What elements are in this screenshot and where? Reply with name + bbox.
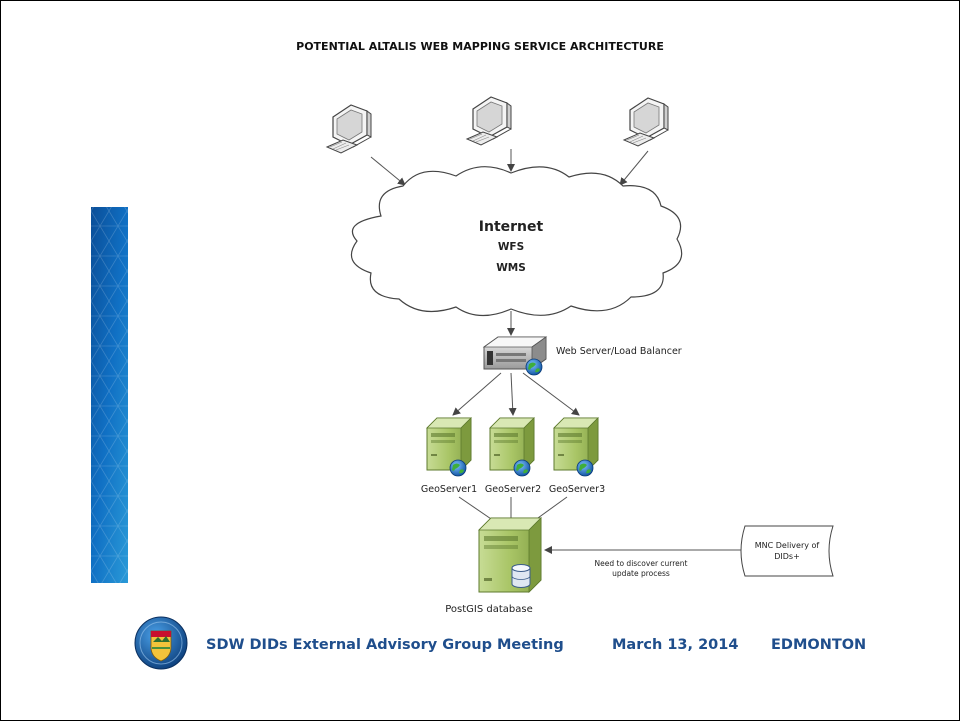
geoserver-2-label: GeoServer2	[485, 484, 541, 495]
desktop-computer-icon	[623, 97, 669, 147]
globe-icon	[525, 358, 543, 376]
footer-event: SDW DIDs External Advisory Group Meeting	[206, 637, 564, 653]
desktop-computer-icon	[326, 104, 372, 154]
web-server-label: Web Server/Load Balancer	[556, 346, 682, 357]
diagram-title: POTENTIAL ALTALIS WEB MAPPING SERVICE AR…	[296, 40, 664, 53]
globe-icon	[576, 459, 594, 477]
mnc-delivery-line1: MNC Delivery of	[755, 541, 820, 550]
cloud-heading: Internet	[479, 219, 544, 235]
mnc-delivery-document	[740, 525, 834, 577]
globe-icon	[449, 459, 467, 477]
mnc-delivery-line2: DIDs+	[774, 552, 800, 561]
footer-city: EDMONTON	[771, 637, 866, 653]
cloud-protocol-wfs: WFS	[498, 241, 524, 253]
side-band	[91, 207, 128, 583]
footer-date: March 13, 2014	[612, 637, 738, 653]
database-icon	[511, 564, 531, 588]
process-note-line1: Need to discover current	[595, 559, 688, 568]
database-label: PostGIS database	[445, 604, 533, 615]
cloud-icon	[350, 166, 683, 317]
globe-icon	[513, 459, 531, 477]
geoserver-1-label: GeoServer1	[421, 484, 477, 495]
cloud-protocol-wms: WMS	[496, 262, 526, 274]
geoserver-1-icon	[426, 417, 472, 471]
desktop-computer-icon	[466, 96, 512, 146]
geoserver-3-icon	[553, 417, 599, 471]
web-server-to-geoserver-connectors	[452, 372, 580, 416]
geoserver-3-label: GeoServer3	[549, 484, 605, 495]
alberta-logo-icon	[134, 616, 188, 670]
process-note-line2: update process	[612, 569, 670, 578]
client-connectors	[370, 149, 649, 186]
postgis-server-icon	[478, 517, 542, 593]
